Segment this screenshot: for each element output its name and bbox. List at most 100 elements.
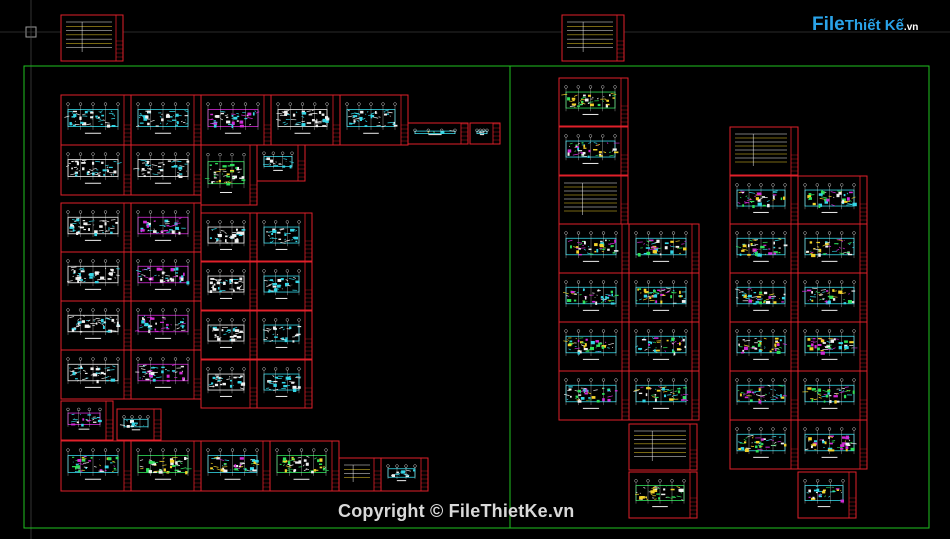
sheet-col-a-3-content-line — [105, 376, 110, 379]
sheet-col-b-1-content-block — [170, 278, 175, 282]
sheet-right-col4-1-content-block — [832, 298, 836, 301]
sheet-right-col3-4-content-line — [745, 447, 751, 449]
sheet-col-b-1-content-block — [156, 267, 161, 271]
sheet-right-col1-2-axis-bubble — [601, 329, 606, 333]
sheet-right-riser-b-content-line — [831, 204, 836, 207]
sheet-right-col2-0-axis-bubble — [646, 231, 651, 235]
sheet-r1-2-content-line — [210, 118, 213, 121]
sheet-right-col3-0-content-block — [763, 244, 767, 246]
sheet-r2-2-content-block — [236, 166, 240, 171]
sheet-r1-2-content-block — [236, 120, 239, 122]
sheet-right-col3-0-content-block — [778, 252, 781, 254]
sheet-right-col1-3-content-block — [588, 397, 591, 399]
sheet-col-b-2-content-block — [159, 321, 164, 323]
sheet-col-a-3-content-block — [74, 372, 78, 374]
sheet-right-detail-2-content-line — [670, 496, 677, 499]
sheet-col-d-2-content-block — [296, 333, 301, 336]
sheet-right-col2-0-content-line — [681, 243, 685, 245]
sheet-r1-1-content-line — [138, 116, 141, 119]
sheet-right-top-a-axis-bubble — [601, 85, 605, 89]
sheet-right-col2-3-axis-bubble — [659, 378, 663, 382]
sheet-col-d-0-axis-bubble — [274, 220, 278, 224]
sheet-col-c-0-content-block — [232, 234, 236, 237]
sheet-col-b-3-content-block — [166, 379, 170, 382]
sheet-col-a-0-content-block — [76, 231, 79, 235]
sheet-r2-1-content-block — [167, 160, 171, 162]
sheet-right-col3-1-axis-bubble — [759, 280, 763, 284]
sheet-right-col2-0-content-block — [650, 246, 655, 248]
sheet-right-col4-0-content-block — [825, 242, 829, 246]
sheet-right-detail-3-content-block — [812, 496, 815, 499]
sheet-col-b-3 — [130, 349, 202, 400]
sheet-right-col3-0-content-block — [768, 248, 771, 250]
sheet-col-b-1-content-line — [144, 268, 148, 271]
sheet-col-d-1-content-block — [277, 278, 282, 282]
sheet-right-col3-3-content-block — [758, 398, 761, 400]
sheet-right-col4-0-content-line — [842, 252, 846, 254]
sheet-bottom-0-content-line — [113, 465, 116, 467]
sheet-right-col2-2-content-line — [653, 351, 658, 353]
sheet-col-a-2-content-block — [77, 322, 80, 325]
sheet-right-detail-2-content-block — [656, 493, 661, 495]
sheet-col-a-2-axis-bubble — [91, 308, 95, 312]
sheet-col-b-0-content-block — [175, 226, 179, 230]
sheet-right-riser-b-axis-bubble — [840, 183, 844, 187]
sheet-col-b-3-content-block — [149, 374, 154, 378]
sheet-col-a-0-content-block — [76, 218, 80, 222]
sheet-col-a-1-content-line — [89, 275, 96, 278]
sheet-col-a-1-content-block — [75, 277, 80, 280]
sheet-col-c-3-content-block — [216, 376, 219, 379]
sheet-bottom-2-content-line — [253, 463, 260, 466]
sheet-right-col3-1-content-block — [748, 294, 752, 298]
sheet-right-col4-4-content-block — [829, 442, 833, 445]
sheet-col-d-2-content-block — [273, 327, 277, 330]
sheet-right-top-a-axis-bubble — [588, 85, 593, 89]
sheet-r1-3-content-block — [292, 113, 296, 117]
sheet-r2-1-content-block — [146, 160, 149, 164]
sheet-right-col4-3-content-block — [833, 395, 838, 398]
sheet-right-col1-2-content-block — [585, 338, 588, 341]
sheet-col-c-3 — [200, 359, 258, 409]
sheet-right-col2-0-content-block — [656, 239, 660, 243]
sheet-col-a-3-content-line — [70, 374, 73, 376]
sheet-right-col3-2-content-line — [744, 339, 751, 342]
sheet-right-top-b-content-line — [574, 150, 576, 153]
sheet-right-col1-3-content-block — [614, 390, 618, 392]
sheet-col-a-1-content-line — [111, 271, 116, 273]
sheet-right-col2-2-content-block — [682, 338, 685, 342]
sheet-right-col2-2-content-line — [652, 337, 655, 340]
sheet-right-col3-2-content-block — [759, 341, 762, 345]
sheet-right-col4-3-content-line — [839, 391, 845, 394]
sheet-col-c-1-axis-bubble — [230, 269, 234, 273]
sheet-right-col1-2-content-line — [580, 344, 584, 347]
sheet-col-d-1-content-block — [272, 285, 277, 288]
sheet-right-col4-1-content-block — [832, 289, 835, 292]
sheet-right-col3-1-content-block — [748, 299, 753, 303]
sheet-r1-4-content-line — [378, 116, 381, 118]
sheet-right-col3-2-content-block — [742, 339, 745, 341]
sheet-col-b-3-content-block — [152, 378, 156, 382]
sheet-col-b-0-content-line — [167, 231, 170, 233]
sheet-right-col2-1-content-block — [660, 300, 663, 304]
sheet-col-a-1-content-block — [94, 281, 99, 284]
sheet-col-d-0-axis-bubble — [262, 220, 266, 224]
sheet-right-col4-0-axis-bubble — [840, 231, 844, 235]
sheet-col-d-3-content-block — [291, 381, 295, 384]
sheet-right-col1-1 — [558, 272, 630, 323]
sheet-right-col3-4-content-line — [745, 437, 748, 439]
sheet-right-col4-0-content-line — [836, 248, 840, 251]
sheet-r1-1-content-line — [167, 120, 172, 122]
sheet-col-a-0-content-block — [69, 226, 74, 229]
sheet-right-col1-2-content-block — [601, 345, 606, 348]
sheet-col-a-1-content-line — [70, 266, 77, 268]
sheet-bottom-2-content-block — [234, 468, 239, 471]
sheet-r1-3-axis-bubble — [313, 102, 317, 106]
sheet-small-b-content-block — [131, 422, 136, 426]
sheet-right-riser-a-content-block — [762, 204, 766, 207]
sheet-r2-0-content-line — [76, 168, 79, 170]
sheet-col-d-3-content-block — [292, 385, 297, 389]
sheet-bottom-detail-axis-bubble — [413, 464, 417, 468]
sheet-r1-4-content-line — [368, 114, 373, 117]
sheet-col-d-0-content-block — [278, 238, 282, 241]
